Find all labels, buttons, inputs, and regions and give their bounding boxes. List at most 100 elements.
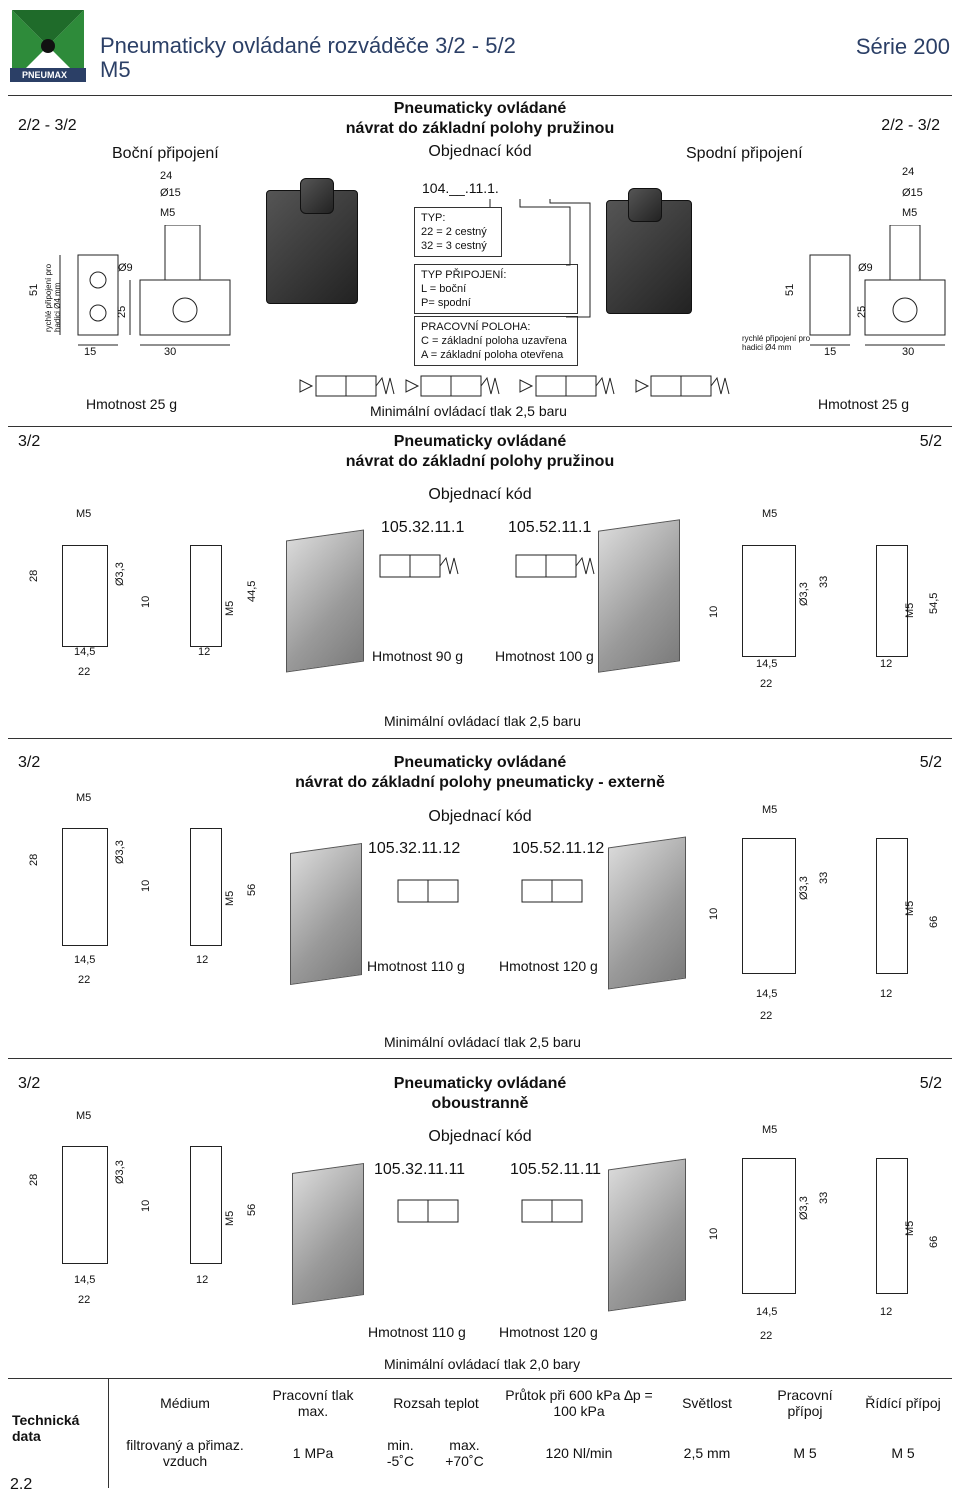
tech-col3-max: max. +70˚C xyxy=(445,1437,484,1469)
s3-weight-right: Hmotnost 120 g xyxy=(499,958,598,974)
side-view-drawing xyxy=(742,545,796,657)
front-view-drawing xyxy=(876,838,908,974)
dim-height: 44,5 xyxy=(246,580,258,602)
dim-30: 30 xyxy=(164,346,177,358)
dim-m5-v-r: M5 xyxy=(904,602,916,618)
s1-weight-left: Hmotnost 25 g xyxy=(86,396,178,412)
conn-box: TYP PŘIPOJENÍ: L = boční P= spodní xyxy=(414,264,578,314)
s3-weight-left: Hmotnost 110 g xyxy=(367,958,465,974)
dim-22-r: 22 xyxy=(760,1330,773,1342)
tech-col6-value: M 5 xyxy=(793,1445,817,1461)
s1-right-conn: Spodní připojení xyxy=(686,145,803,162)
divider xyxy=(8,95,952,96)
dim-d9: Ø9 xyxy=(118,262,133,274)
divider xyxy=(108,1378,109,1488)
dim-22: 22 xyxy=(78,1294,91,1306)
side-view-drawing xyxy=(742,1158,796,1294)
conn-box-line: P= spodní xyxy=(421,297,471,309)
tech-col7-header: Řídící přípoj xyxy=(865,1395,941,1411)
conn-box-line: L = boční xyxy=(421,283,467,295)
order-code-leader-lines xyxy=(489,199,591,318)
s4-heading-2: oboustranně xyxy=(431,1095,529,1112)
dim-m5-r: M5 xyxy=(762,1124,778,1136)
s4-weight-right: Hmotnost 120 g xyxy=(499,1324,598,1340)
s2-valve-symbols xyxy=(379,554,595,578)
s2-code-left: 105.32.11.1 xyxy=(381,519,465,536)
dim-145-r: 14,5 xyxy=(756,988,778,1000)
valve-photo-5-2 xyxy=(608,836,686,990)
dim-145: 14,5 xyxy=(74,646,96,658)
s2-weight-right: Hmotnost 100 g xyxy=(495,648,594,664)
dim-m5-v: M5 xyxy=(224,600,236,616)
s3-heading-2: návrat do základní polohy pneumaticky - … xyxy=(295,774,665,791)
s1-left-drawing xyxy=(59,225,231,346)
s4-code-left: 105.32.11.11 xyxy=(374,1161,466,1178)
s2-left-type: 3/2 xyxy=(18,433,41,450)
s2-weight-left: Hmotnost 90 g xyxy=(372,648,464,664)
dim-m5-v-r: M5 xyxy=(904,1220,916,1236)
dim-d15: Ø15 xyxy=(160,187,181,199)
s2-heading-1: Pneumaticky ovládané xyxy=(393,433,567,450)
dim-28: 28 xyxy=(28,853,40,866)
s2-min-pressure: Minimální ovládací tlak 2,5 baru xyxy=(384,713,581,729)
dim-33-r: 33 xyxy=(818,575,830,588)
s4-min-pressure: Minimální ovládací tlak 2,0 bary xyxy=(384,1356,581,1372)
s2-heading-2: návrat do základní polohy pružinou xyxy=(345,453,615,470)
side-view-drawing xyxy=(62,545,108,647)
dim-10-r: 10 xyxy=(708,1227,720,1240)
s3-order-label: Objednací kód xyxy=(428,808,532,825)
s1-left-type: 2/2 - 3/2 xyxy=(18,117,77,134)
hose-note-left: rychlé připojení pro hadici Ø4 mm xyxy=(44,263,62,332)
dim-m5: M5 xyxy=(76,508,92,520)
tech-col5-header: Světlost xyxy=(682,1395,732,1411)
dim-height: 56 xyxy=(246,1203,258,1216)
valve-photo-3-2 xyxy=(292,1162,364,1306)
tech-label: Technická data xyxy=(12,1412,80,1444)
tech-col3-header: Rozsah teplot xyxy=(393,1395,479,1411)
front-view-drawing xyxy=(876,1158,908,1294)
dim-d9-r: Ø9 xyxy=(858,262,873,274)
hose-note-right: rychlé připojení pro hadici Ø4 mm xyxy=(742,334,811,352)
divider xyxy=(8,738,952,739)
s3-code-left: 105.32.11.12 xyxy=(368,840,461,857)
side-view-drawing xyxy=(62,1146,108,1264)
dim-12-r: 12 xyxy=(880,658,893,670)
s1-order-label: Objednací kód xyxy=(428,143,532,160)
typ-box-line: 32 = 3 cestný xyxy=(421,240,487,252)
front-view-drawing xyxy=(190,545,222,647)
dim-51-r: 51 xyxy=(784,283,796,296)
s1-min-pressure: Minimální ovládací tlak 2,5 baru xyxy=(370,403,567,419)
valve-photo-3-2 xyxy=(286,529,364,673)
s4-valve-symbols xyxy=(397,1199,583,1223)
dim-height: 56 xyxy=(246,883,258,896)
s2-right-type: 5/2 xyxy=(919,433,942,450)
tech-col1-header: Médium xyxy=(160,1395,210,1411)
side-view-drawing xyxy=(742,838,796,974)
s3-valve-symbols xyxy=(397,879,583,903)
dim-d33: Ø3,3 xyxy=(114,840,126,864)
dim-22: 22 xyxy=(78,974,91,986)
s4-code-right: 105.52.11.11 xyxy=(510,1161,602,1178)
dim-m5-v: M5 xyxy=(224,1210,236,1226)
s4-order-label: Objednací kód xyxy=(428,1128,532,1145)
dim-m5-r: M5 xyxy=(762,508,778,520)
conn-box-line: TYP PŘIPOJENÍ: xyxy=(421,269,507,281)
s3-left-type: 3/2 xyxy=(18,754,41,771)
dim-d15-r: Ø15 xyxy=(902,187,923,199)
dim-d33: Ø3,3 xyxy=(114,1160,126,1184)
pos-box-line: C = základní poloha uzavřena xyxy=(421,335,567,347)
page-number: 2.2 xyxy=(10,1476,33,1493)
dim-height-r: 66 xyxy=(928,915,940,928)
valve-photo-cap xyxy=(300,178,334,214)
s2-code-right: 105.52.11.1 xyxy=(508,519,592,536)
dim-145: 14,5 xyxy=(74,1274,96,1286)
typ-box-line: 22 = 2 cestný xyxy=(421,226,487,238)
dim-12-r: 12 xyxy=(880,1306,893,1318)
valve-photo-5-2 xyxy=(598,519,680,673)
tech-col7-value: M 5 xyxy=(891,1445,915,1461)
dim-d33-r: Ø3,3 xyxy=(798,582,810,606)
dim-10-r: 10 xyxy=(708,605,720,618)
tech-col4-header: Průtok při 600 kPa ∆p = 100 kPa xyxy=(505,1387,653,1419)
dim-145-r: 14,5 xyxy=(756,1306,778,1318)
s3-heading-1: Pneumaticky ovládané xyxy=(393,754,567,771)
